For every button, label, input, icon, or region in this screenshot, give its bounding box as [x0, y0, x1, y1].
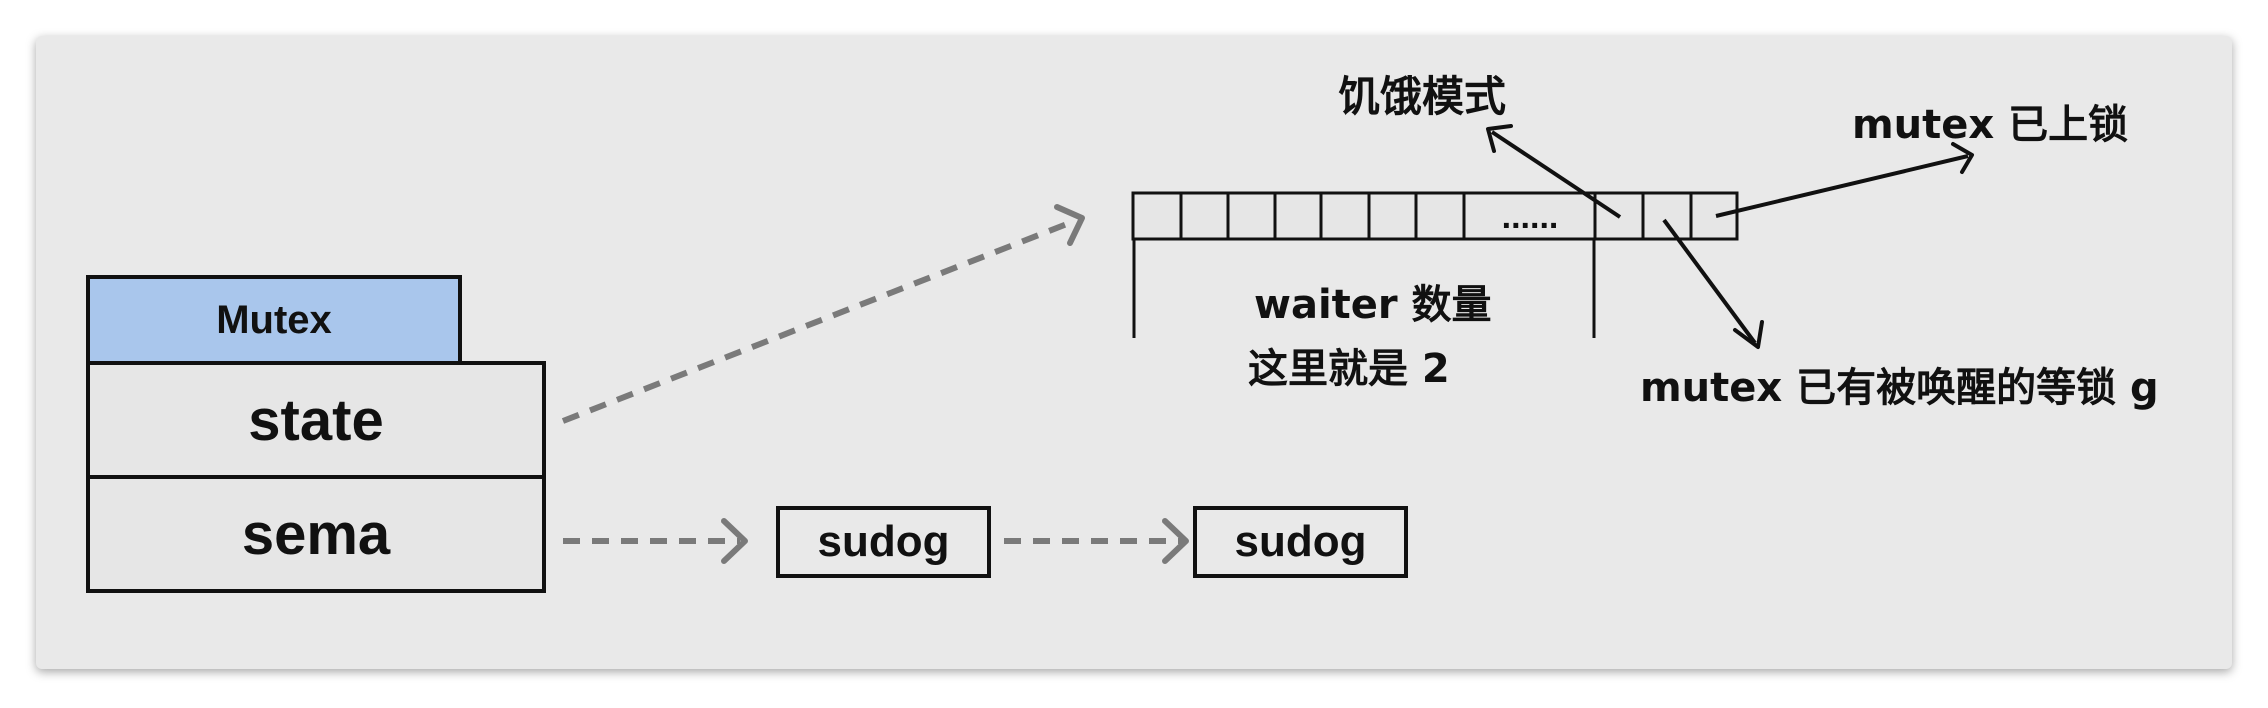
woken-label: mutex 已有被唤醒的等锁 g	[1640, 365, 2159, 411]
starving-mode-label: 饥饿模式	[1338, 72, 1507, 121]
waiter-bracket	[1132, 239, 1596, 338]
sudog-node-1: sudog	[776, 506, 991, 578]
bit-ellipsis: ......	[1502, 198, 1559, 236]
starving-arrow	[1486, 124, 1622, 219]
state-bit-array: ......	[1131, 191, 1739, 241]
sema-field-label: sema	[241, 501, 391, 567]
sudog-node-1-label: sudog	[817, 517, 950, 566]
woken-arrow	[1662, 218, 1764, 349]
state-field-label: state	[248, 387, 384, 453]
bit-array-outline	[1131, 191, 1739, 241]
state-to-bits-arrow	[561, 204, 1085, 424]
mutex-field-sema: sema	[86, 475, 546, 593]
waiter-count-label: waiter 数量	[1254, 282, 1492, 328]
sudog-node-2: sudog	[1193, 506, 1408, 578]
locked-arrow	[1715, 142, 1974, 218]
sudog-to-sudog-arrow	[1004, 518, 1189, 564]
mutex-header: Mutex	[86, 275, 462, 365]
locked-label: mutex 已上锁	[1852, 102, 2129, 148]
mutex-field-state: state	[86, 361, 546, 479]
waiter-count-note: 这里就是 2	[1248, 346, 1450, 392]
sema-to-sudog-arrow	[563, 518, 748, 564]
mutex-header-label: Mutex	[216, 297, 332, 342]
sudog-node-2-label: sudog	[1234, 517, 1367, 566]
